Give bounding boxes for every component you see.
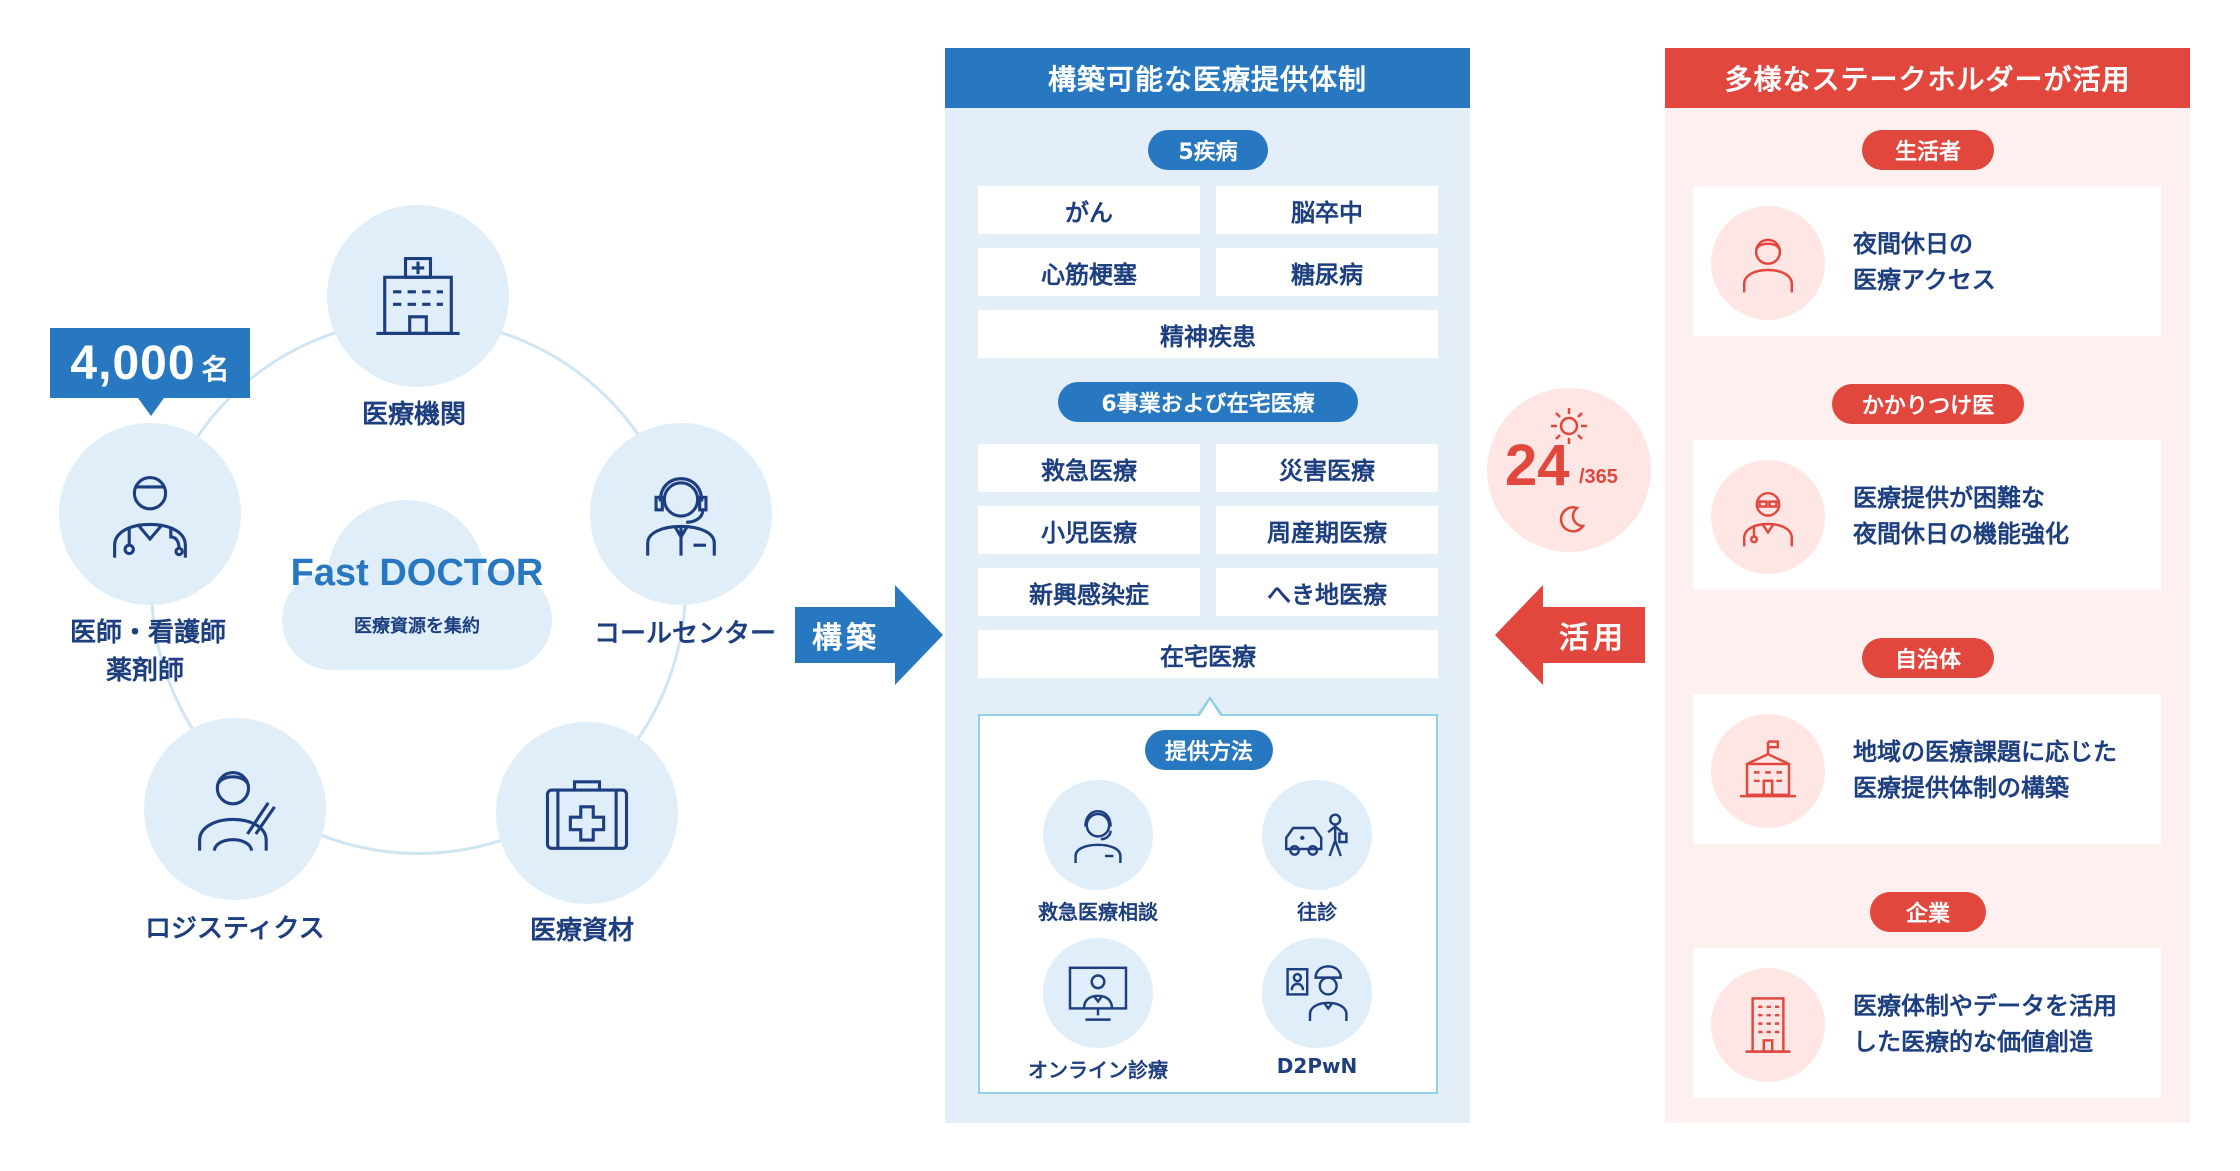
- project-infectious: 新興感染症: [978, 568, 1200, 616]
- stakeholder-family-doctor-card: 医療提供が困難な 夜間休日の機能強化: [1693, 440, 2161, 590]
- company-text: 医療体制やデータを活用 した医療的な価値創造: [1853, 992, 2117, 1056]
- brand-name: Fast DOCTOR: [290, 552, 544, 594]
- project-remote: へき地医療: [1216, 568, 1438, 616]
- logistics-label: ロジスティクス: [145, 914, 325, 944]
- nurse-screen-icon: [1286, 965, 1348, 1021]
- stakeholder-citizens-label: 生活者: [1862, 130, 1994, 170]
- medical-kit-icon: [545, 780, 629, 850]
- city-hall-icon: [1740, 740, 1796, 798]
- staff-count-unit: 名: [201, 353, 230, 386]
- disease-stroke: 脳卒中: [1216, 186, 1438, 234]
- brand-subtitle: 医療資源を集約: [354, 616, 480, 637]
- stakeholder-company-label: 企業: [1870, 892, 1986, 932]
- citizens-icon-circle: [1711, 206, 1825, 320]
- stakeholder-municipality-label: 自治体: [1862, 638, 1994, 678]
- supplies-label: 医療資材: [530, 916, 635, 946]
- medical-system-panel: 構築可能な医療提供体制 5疾病 がん 脳卒中 心筋梗塞 糖尿病 精神疾患 6事業…: [945, 48, 1470, 1123]
- project-pediatric: 小児医療: [978, 506, 1200, 554]
- five-diseases-label: 5疾病: [1148, 130, 1268, 170]
- method-d2pwn-label: D2PwN: [1276, 1054, 1358, 1078]
- medical-staff-node: [59, 423, 241, 605]
- family-doctor-text: 医療提供が困難な 夜間休日の機能強化: [1853, 484, 2069, 548]
- stakeholders-header: 多様なステークホルダーが活用: [1665, 48, 2190, 108]
- stakeholder-municipality-card: 地域の医療課題に応じた 医療提供体制の構築: [1693, 694, 2161, 844]
- method-online-label: オンライン診療: [1028, 1058, 1168, 1082]
- operator-icon: [1074, 809, 1122, 863]
- staff-count-badge: 4,000 名: [50, 328, 250, 416]
- stakeholder-company-card: 医療体制やデータを活用 した医療的な価値創造: [1693, 948, 2161, 1098]
- stakeholders-panel: 多様なステークホルダーが活用 生活者 夜間休日の 医療アクセス かかりつけ医 医…: [1665, 48, 2190, 1123]
- six-projects-label: 6事業および在宅医療: [1058, 382, 1358, 422]
- method-online-circle: [1043, 938, 1153, 1048]
- method-consultation-circle: [1043, 780, 1153, 890]
- stakeholder-citizens-card: 夜間休日の 医療アクセス: [1693, 186, 2161, 336]
- hospital-icon: [376, 257, 460, 335]
- fast-doctor-cloud: Fast DOCTOR 医療資源を集約: [282, 500, 552, 670]
- staff-label-line2: 薬剤師: [106, 656, 185, 686]
- headset-operator-icon: [646, 477, 716, 556]
- method-consultation-label: 救急医療相談: [1038, 900, 1158, 924]
- delivery-methods-box: 提供方法 救急医療相談 往診 オンライン診療: [978, 696, 1438, 1094]
- hospital-node: [327, 205, 509, 387]
- municipality-text: 地域の医療課題に応じた 医療提供体制の構築: [1853, 738, 2117, 802]
- days-value: /365: [1579, 466, 1618, 488]
- person-icon: [1742, 238, 1794, 293]
- project-perinatal: 周産期医療: [1216, 506, 1438, 554]
- family-doctor-icon-circle: [1711, 460, 1825, 574]
- car-visit-icon: [1284, 813, 1348, 857]
- stakeholder-family-doctor-label: かかりつけ医: [1832, 384, 2024, 424]
- logistics-node: [144, 718, 326, 900]
- hours-value: 24: [1505, 433, 1570, 498]
- doctor-icon: [1742, 491, 1794, 547]
- driver-icon: [198, 771, 276, 852]
- company-icon-circle: [1711, 968, 1825, 1082]
- citizens-text: 夜間休日の 医療アクセス: [1853, 230, 1996, 294]
- staff-label-line1: 医師・看護師: [70, 618, 227, 648]
- delivery-methods-label: 提供方法: [1145, 730, 1273, 770]
- build-arrow: 構築: [795, 585, 943, 685]
- medical-system-header: 構築可能な医療提供体制: [945, 48, 1470, 108]
- method-d2pwn-circle: [1262, 938, 1372, 1048]
- disease-heart: 心筋梗塞: [978, 248, 1200, 296]
- use-arrow: 活用: [1495, 585, 1645, 685]
- disease-cancer: がん: [978, 186, 1200, 234]
- method-house-call-circle: [1262, 780, 1372, 890]
- moon-icon: [1559, 506, 1586, 533]
- hospital-label: 医療機関: [362, 400, 467, 430]
- disease-mental: 精神疾患: [978, 310, 1438, 358]
- municipality-icon-circle: [1711, 714, 1825, 828]
- disease-diabetes: 糖尿病: [1216, 248, 1438, 296]
- project-emergency: 救急医療: [978, 444, 1200, 492]
- doctor-icon: [113, 476, 187, 558]
- method-house-call-label: 往診: [1297, 900, 1337, 924]
- call-center-label: コールセンター: [594, 619, 777, 649]
- project-home-care: 在宅医療: [978, 630, 1438, 678]
- call-center-node: [590, 423, 772, 605]
- supplies-node: [496, 722, 678, 904]
- build-arrow-label: 構築: [795, 607, 897, 663]
- sun-icon: [1551, 408, 1587, 444]
- always-available-badge: 24 /365: [1487, 388, 1651, 552]
- project-disaster: 災害医療: [1216, 444, 1438, 492]
- online-doctor-icon: [1068, 966, 1128, 1021]
- office-building-icon: [1745, 997, 1791, 1053]
- use-arrow-label: 活用: [1541, 607, 1645, 663]
- staff-count: 4,000: [70, 336, 196, 390]
